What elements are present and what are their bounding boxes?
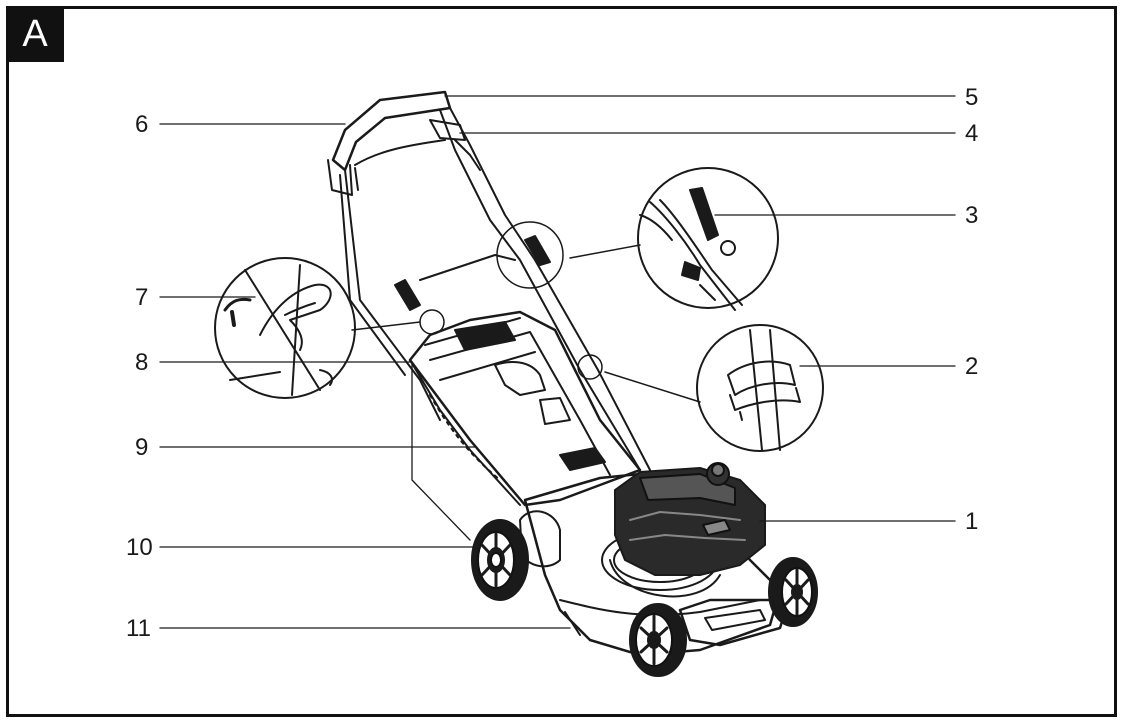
callout-number-10: 10 (126, 534, 153, 561)
front-wheel (629, 603, 687, 677)
callout-number-7: 7 (135, 284, 148, 311)
callout-number-5: 5 (965, 84, 978, 111)
handle-bar (327, 90, 651, 471)
detail-circle-3 (637, 167, 779, 311)
engine (614, 462, 766, 576)
callout-number-6: 6 (135, 111, 148, 138)
callout-number-9: 9 (135, 434, 148, 461)
callout-number-11: 11 (126, 615, 151, 642)
lawn-mower-illustration-icon (327, 90, 818, 677)
rear-right-wheel (768, 557, 818, 627)
callout-number-4: 4 (965, 120, 978, 147)
callout-number-3: 3 (965, 202, 978, 229)
rear-left-wheel (471, 519, 529, 601)
panel-letter-tag: A (6, 6, 64, 62)
detail-circle-7 (214, 257, 356, 399)
grass-catcher (408, 310, 642, 507)
figure-frame (6, 6, 1117, 717)
callout-number-1: 1 (965, 508, 978, 535)
magnifier-detail-circle-icon (637, 167, 779, 309)
leader-lines (159, 95, 956, 629)
callout-number-2: 2 (965, 353, 978, 380)
source-circle (577, 354, 603, 380)
magnifier-detail-circle-icon (696, 324, 824, 452)
leader-line-8 (159, 361, 471, 541)
detail-circle-2 (696, 324, 824, 452)
callout-number-8: 8 (135, 349, 148, 376)
source-circle (419, 309, 445, 335)
magnifier-detail-circle-icon (214, 257, 356, 399)
source-circle (496, 221, 564, 289)
